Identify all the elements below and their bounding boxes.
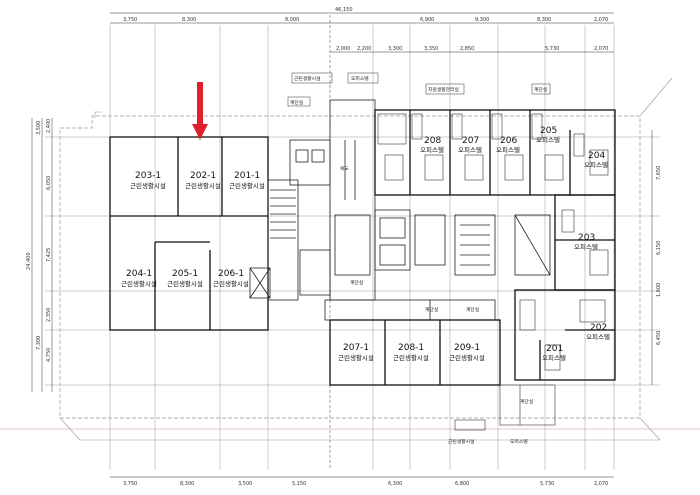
room-203-use: 오피스텔 <box>574 242 598 251</box>
room-201-1-use: 근린생활시설 <box>229 181 265 190</box>
room-204-number: 204 <box>588 151 605 161</box>
room-208-1-number: 208-1 <box>398 343 424 353</box>
room-205-1-number: 205-1 <box>172 269 198 279</box>
dim-bottom-4: 6,300 <box>388 481 402 487</box>
dim-top-6: 2,070 <box>594 17 608 23</box>
room-208-number: 208 <box>424 136 441 146</box>
dim-left-5: 4,750 <box>46 348 52 362</box>
label-mid-a: 복도 <box>340 166 349 172</box>
room-209-1-use: 근린생활시설 <box>449 353 485 362</box>
room-208-1-use: 근린생활시설 <box>393 353 429 362</box>
dim-left-2: 6,050 <box>46 176 52 190</box>
dim-left-3: 7,425 <box>46 248 52 262</box>
west-core <box>249 139 331 301</box>
room-207-1-use: 근린생활시설 <box>338 353 374 362</box>
room-202-use: 오피스텔 <box>586 332 610 341</box>
dim-top-1: 8,300 <box>182 17 196 23</box>
east-col-fixtures <box>519 209 609 371</box>
room-203-1-number: 203-1 <box>135 171 161 181</box>
dim-left-4: 2,350 <box>46 308 52 322</box>
dim-bottom-5: 6,800 <box>455 481 469 487</box>
room-207-1-number: 207-1 <box>343 343 369 353</box>
dim-top-5: 8,300 <box>537 17 551 23</box>
dim-bottom-3: 5,150 <box>292 481 306 487</box>
dim-sub-2: 3,300 <box>388 46 402 52</box>
room-207-use: 오피스텔 <box>458 145 482 154</box>
south-block <box>329 319 501 386</box>
dim-left-1: 2,400 <box>46 119 52 133</box>
dim-left-extra: 7,300 <box>36 336 42 350</box>
dim-sub-6: 2,070 <box>594 46 608 52</box>
north-officetel-row <box>374 109 616 196</box>
dim-top-0: 3,750 <box>123 17 137 23</box>
dim-bottom-0: 3,750 <box>123 481 137 487</box>
dim-right-2: 1,600 <box>656 283 662 297</box>
dim-left-0: 3,500 <box>36 121 42 135</box>
room-206-1-number: 206-1 <box>218 269 244 279</box>
dim-top-4: 9,300 <box>475 17 489 23</box>
room-201-number: 201 <box>546 344 563 354</box>
south-extension <box>454 384 556 431</box>
dim-overall-top: 46,150 <box>335 7 353 13</box>
dim-sub-1: 2,200 <box>357 46 371 52</box>
label-mid-c: 계단실 <box>425 306 438 313</box>
dim-bottom-2: 3,500 <box>238 481 252 487</box>
site-boundary-outer <box>59 77 673 441</box>
label-top-b: 오피스텔 <box>351 75 369 82</box>
dim-bottom-1: 8,300 <box>180 481 194 487</box>
room-203-number: 203 <box>578 233 595 243</box>
room-208-use: 오피스텔 <box>420 145 444 154</box>
label-top-d: 지원생활관리실 <box>428 86 459 93</box>
room-205-number: 205 <box>540 126 557 136</box>
label-mid-d: 계단실 <box>466 306 479 313</box>
site-boundary <box>59 115 641 419</box>
dim-top-3: 6,900 <box>420 17 434 23</box>
room-203-1-use: 근린생활시설 <box>130 181 166 190</box>
dim-left-overall: 24,400 <box>26 253 32 271</box>
room-204-1-number: 204-1 <box>126 269 152 279</box>
label-bottom-a: 근린생활시설 <box>448 438 474 445</box>
room-206-1-use: 근린생활시설 <box>213 279 249 288</box>
room-204-1-use: 근린생활시설 <box>121 279 157 288</box>
dim-right-0: 7,650 <box>656 166 662 180</box>
label-bottom-b: 오피스텔 <box>510 438 528 445</box>
label-mid-b: 계단실 <box>350 279 363 286</box>
room-205-1-use: 근린생활시설 <box>167 279 203 288</box>
room-201-1-number: 201-1 <box>234 171 260 181</box>
room-202-1-number: 202-1 <box>190 171 216 181</box>
room-202-number: 202 <box>590 323 607 333</box>
dimension-lines <box>31 12 653 478</box>
label-top-e: 계단실 <box>534 86 547 93</box>
dim-bottom-6: 5,730 <box>540 481 554 487</box>
room-209-1-number: 209-1 <box>454 343 480 353</box>
room-206-use: 오피스텔 <box>496 145 520 154</box>
red-arrow-icon <box>192 82 208 140</box>
dim-sub-4: 2,850 <box>460 46 474 52</box>
dim-bottom-7: 2,070 <box>594 481 608 487</box>
label-top-a: 근린생활시설 <box>294 75 320 82</box>
top-labels <box>287 72 551 107</box>
dim-right-1: 6,150 <box>656 241 662 255</box>
north-row-fixtures <box>377 113 609 181</box>
dim-sub-5: 5,730 <box>545 46 559 52</box>
dim-top-2: 8,000 <box>285 17 299 23</box>
room-202-1-use: 근린생활시설 <box>185 181 221 190</box>
room-206-number: 206 <box>500 136 517 146</box>
room-205-use: 오피스텔 <box>536 135 560 144</box>
room-204-use: 오피스텔 <box>584 160 608 169</box>
dim-sub-0: 2,000 <box>336 46 350 52</box>
room-201-use: 오피스텔 <box>542 353 566 362</box>
west-block <box>109 136 269 331</box>
label-right-a: 계단실 <box>520 398 533 405</box>
room-207-number: 207 <box>462 136 479 146</box>
east-officetel-col <box>514 194 616 381</box>
central-core <box>324 99 551 321</box>
dim-sub-3: 3,350 <box>424 46 438 52</box>
label-top-c: 계단실 <box>290 99 303 106</box>
dim-right-3: 6,450 <box>656 331 662 345</box>
